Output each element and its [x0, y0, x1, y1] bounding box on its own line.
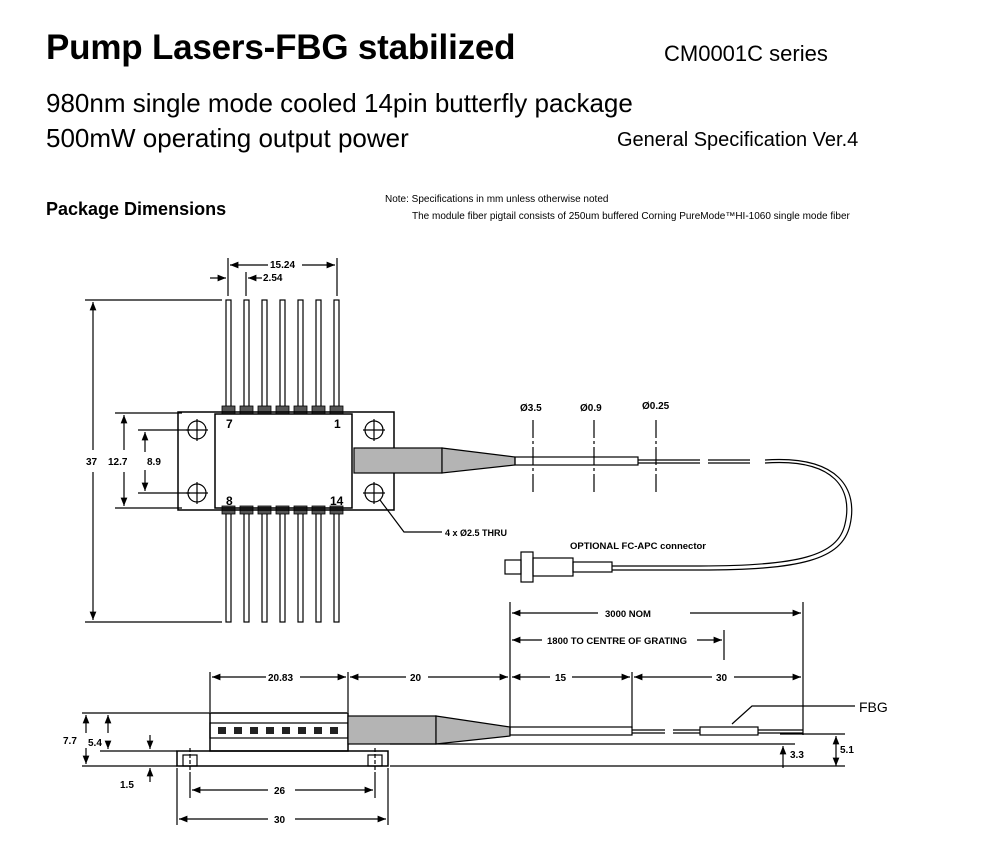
holes-leader	[379, 499, 442, 533]
dim-body-height: 8.9	[147, 457, 161, 468]
dim-nominal-length: 3000 NOM	[605, 609, 651, 620]
dim-boot-length: 20	[410, 673, 422, 684]
dia-boot-label: Ø3.5	[520, 403, 542, 414]
fiber-boot	[441, 447, 516, 474]
pin-14-label: 14	[330, 494, 344, 508]
dim-fbg-height: 5.1	[840, 745, 854, 756]
dim-base-inner: 26	[274, 786, 286, 797]
fiber-buffer	[514, 456, 639, 466]
package-body	[214, 413, 353, 509]
series-label: CM0001C series	[664, 41, 828, 66]
side-body	[209, 712, 349, 752]
pin-7-label: 7	[226, 417, 233, 431]
dim-side-body: 5.4	[88, 738, 102, 749]
page-title: Pump Lasers-FBG stabilized	[46, 28, 516, 67]
dia-buffer-label: Ø0.9	[580, 403, 602, 414]
dim-pin-span: 15.24	[270, 260, 295, 271]
side-base	[176, 750, 389, 767]
dim-buffer-length: 15	[555, 673, 567, 684]
dia-fiber-label: Ø0.25	[642, 401, 670, 412]
fiber-sleeve	[353, 447, 443, 474]
fbg-grating	[699, 726, 759, 736]
spec-version: General Specification Ver.4	[617, 129, 859, 151]
subtitle-line-1: 980nm single mode cooled 14pin butterfly…	[46, 88, 633, 118]
dim-grating-position: 1800 TO CENTRE OF GRATING	[547, 636, 687, 647]
dim-flange-thickness: 1.5	[120, 780, 134, 791]
holes-label: 4 x Ø2.5 THRU	[445, 528, 507, 538]
note-fiber: The module fiber pigtail consists of 250…	[412, 211, 850, 222]
note-units: Note: Specifications in mm unless otherw…	[385, 194, 609, 205]
subtitle-line-2: 500mW operating output power	[46, 123, 409, 153]
pin-1-label: 1	[334, 417, 341, 431]
dim-pin-pitch: 2.54	[263, 273, 283, 284]
top-pins	[225, 299, 340, 411]
dim-base-outer: 30	[274, 815, 286, 826]
section-heading: Package Dimensions	[46, 199, 227, 219]
dim-hole-spacing: 12.7	[108, 457, 128, 468]
dim-side-height: 7.7	[63, 736, 77, 747]
dim-fbg-length: 30	[716, 673, 728, 684]
dim-fiber-height: 3.3	[790, 750, 804, 761]
pin-8-label: 8	[226, 494, 233, 508]
connector-label: OPTIONAL FC-APC connector	[570, 541, 706, 552]
fc-apc-connector-icon	[504, 551, 613, 583]
bottom-pins	[225, 509, 340, 623]
dim-total-height: 37	[86, 457, 98, 468]
fbg-label: FBG	[859, 699, 888, 715]
dim-body-length: 20.83	[268, 673, 293, 684]
